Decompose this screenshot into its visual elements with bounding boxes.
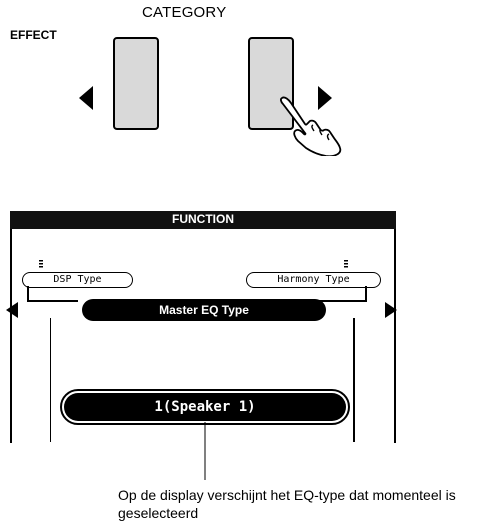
lcd-frame <box>10 229 396 443</box>
harmony-type-pill[interactable]: Harmony Type <box>246 272 381 288</box>
dsp-type-label: DSP Type <box>53 274 102 285</box>
lcd-header-band <box>10 211 396 229</box>
selection-bracket-icon <box>20 285 374 319</box>
category-title: CATEGORY <box>142 4 227 21</box>
hand-pointer-icon <box>276 96 346 156</box>
category-right-button[interactable] <box>248 37 294 130</box>
dsp-type-pill[interactable]: DSP Type <box>22 272 133 288</box>
effect-label: EFFECT <box>10 28 57 42</box>
callout-line <box>203 422 207 480</box>
left-marker-icon <box>39 260 43 268</box>
master-eq-type-pill[interactable]: Master EQ Type <box>82 299 326 321</box>
caption-text: Op de display verschijnt het EQ-type dat… <box>118 487 456 521</box>
harmony-type-label: Harmony Type <box>277 274 350 285</box>
lcd-left-arrow-icon <box>6 302 18 318</box>
current-eq-value-pill[interactable]: 1(Speaker 1) <box>64 393 346 421</box>
right-marker-icon <box>344 260 348 268</box>
inner-frame-lines-icon <box>50 318 356 442</box>
lcd-panel: FUNCTION <box>10 211 396 443</box>
category-right-arrow-icon[interactable] <box>318 86 332 110</box>
category-left-arrow-icon[interactable] <box>79 86 93 110</box>
value-pill-outline-icon <box>60 389 350 425</box>
lcd-header-title: FUNCTION <box>172 212 234 226</box>
category-left-button[interactable] <box>113 37 159 130</box>
lcd-right-arrow-icon <box>385 302 397 318</box>
